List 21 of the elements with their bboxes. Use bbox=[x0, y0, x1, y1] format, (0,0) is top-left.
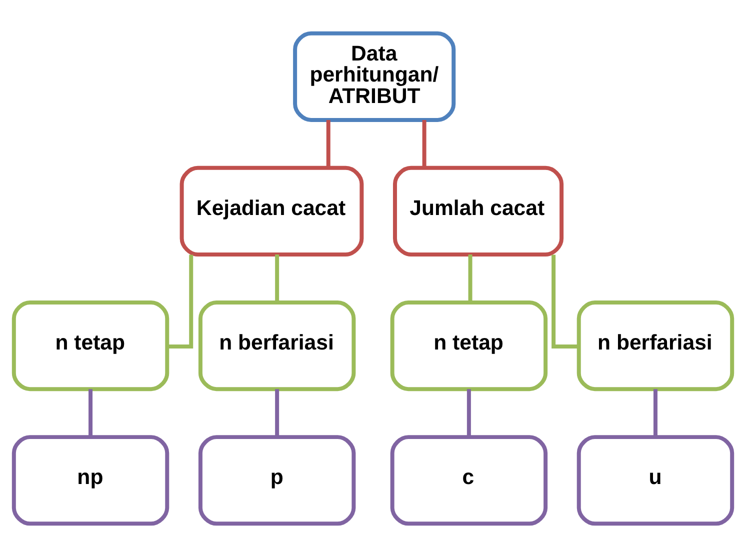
connector bbox=[275, 254, 280, 302]
connector bbox=[326, 119, 330, 167]
connector bbox=[653, 388, 658, 436]
connector bbox=[468, 254, 472, 302]
connector bbox=[422, 119, 426, 167]
node-box: c bbox=[390, 434, 548, 526]
node-box: p bbox=[198, 434, 356, 526]
node-box: np bbox=[12, 434, 170, 526]
node-box: Jumlah cacat bbox=[392, 165, 564, 256]
connector bbox=[167, 254, 194, 348]
node-box: n tetap bbox=[390, 300, 548, 391]
node-box: n berfariasi bbox=[198, 300, 356, 391]
connector bbox=[552, 254, 579, 348]
connector bbox=[88, 388, 93, 436]
node-box: n tetap bbox=[12, 300, 170, 391]
node-box: Kejadian cacat bbox=[180, 165, 364, 256]
node-box: n berfariasi bbox=[576, 300, 734, 391]
connector bbox=[466, 388, 471, 436]
connector bbox=[275, 388, 280, 436]
node-box: u bbox=[576, 434, 734, 526]
node-box: Data perhitungan/ ATRIBUT bbox=[293, 30, 456, 122]
